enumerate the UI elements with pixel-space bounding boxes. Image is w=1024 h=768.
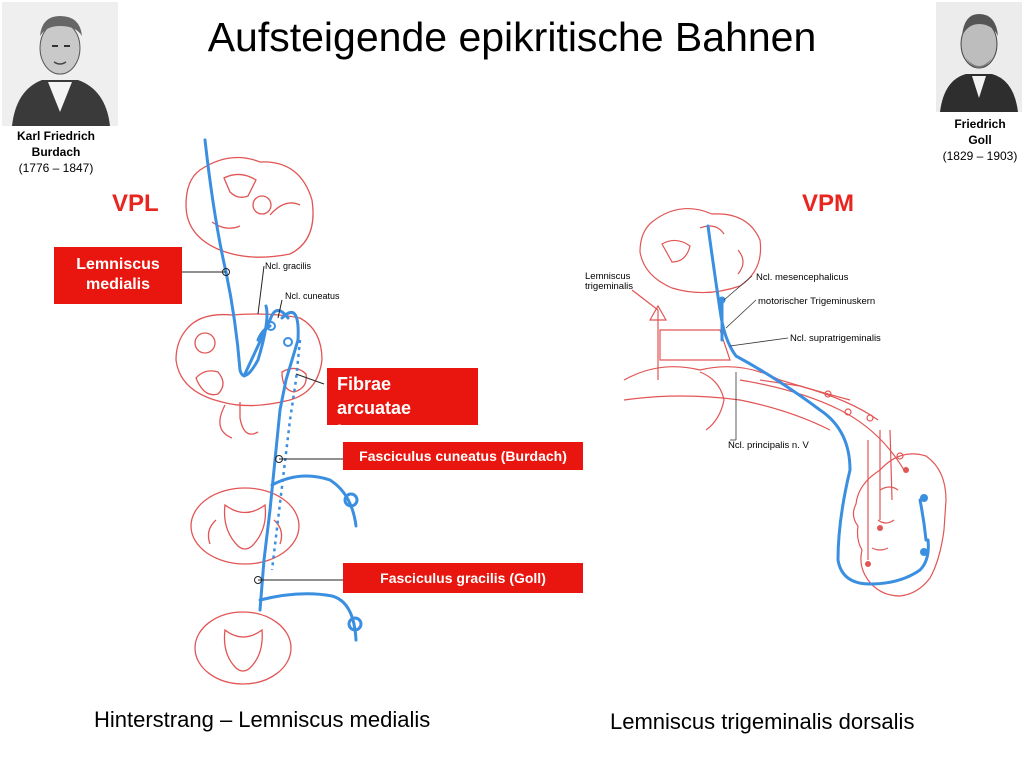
label-lemniscus-trigeminalis: Lemniscus trigeminalis — [585, 272, 633, 292]
goll-name-line2: Goll — [968, 133, 992, 147]
label-ncl-mesencephalicus: Ncl. mesencephalicus — [756, 272, 849, 283]
vpm-label: VPM — [802, 190, 855, 217]
label-motor-trigeminal: motorischer Trigeminuskern — [758, 296, 876, 307]
lemniscus-line2: medialis — [85, 276, 151, 293]
goll-years: (1829 – 1903) — [942, 149, 1018, 163]
goll-name-line1: Friedrich — [954, 117, 1006, 131]
portrait-caption-goll: Friedrich Goll (1829 – 1903) — [926, 116, 1024, 164]
portrait-burdach — [2, 2, 118, 126]
burdach-name-line2: Burdach — [31, 145, 81, 159]
caption-left: Hinterstrang – Lemniscus medialis — [94, 707, 431, 732]
box-fibrae-arcuatae: Fibrae arcuatae internae — [327, 368, 478, 425]
label-ncl-gracilis: Ncl. gracilis — [265, 261, 312, 271]
fasciculus-gracilis-label: Fasciculus gracilis (Goll) — [380, 570, 546, 586]
lemniscus-trig-line2: trigeminalis — [585, 281, 634, 292]
lemniscus-trig-line1: Lemniscus — [585, 271, 631, 282]
label-ncl-principalis: Ncl. principalis n. V — [728, 440, 809, 451]
slide-title: Aufsteigende epikritische Bahnen — [207, 14, 817, 60]
vpl-label: VPL — [112, 190, 159, 217]
label-ncl-cuneatus: Ncl. cuneatus — [285, 291, 340, 301]
caption-right: Lemniscus trigeminalis dorsalis — [610, 709, 915, 734]
lemniscus-line1: Lemniscus — [76, 256, 160, 273]
fibrae-line3: internae — [337, 420, 478, 425]
fibrae-line1: Fibrae — [337, 374, 392, 394]
trigeminal-diagram — [623, 208, 947, 597]
box-lemniscus-medialis: Lemniscus medialis — [54, 247, 182, 304]
dorsal-column-diagram — [175, 138, 363, 685]
box-fasciculus-gracilis: Fasciculus gracilis (Goll) — [343, 563, 583, 593]
label-ncl-supratrigeminalis: Ncl. supratrigeminalis — [790, 333, 881, 344]
portrait-caption-burdach: Karl Friedrich Burdach (1776 – 1847) — [0, 128, 112, 176]
fasciculus-cuneatus-label: Fasciculus cuneatus (Burdach) — [359, 448, 567, 464]
box-fasciculus-cuneatus: Fasciculus cuneatus (Burdach) — [343, 442, 583, 470]
fibrae-line2: arcuatae — [337, 398, 412, 418]
burdach-years: (1776 – 1847) — [18, 161, 94, 175]
burdach-name-line1: Karl Friedrich — [16, 129, 96, 143]
portrait-goll — [936, 2, 1022, 112]
